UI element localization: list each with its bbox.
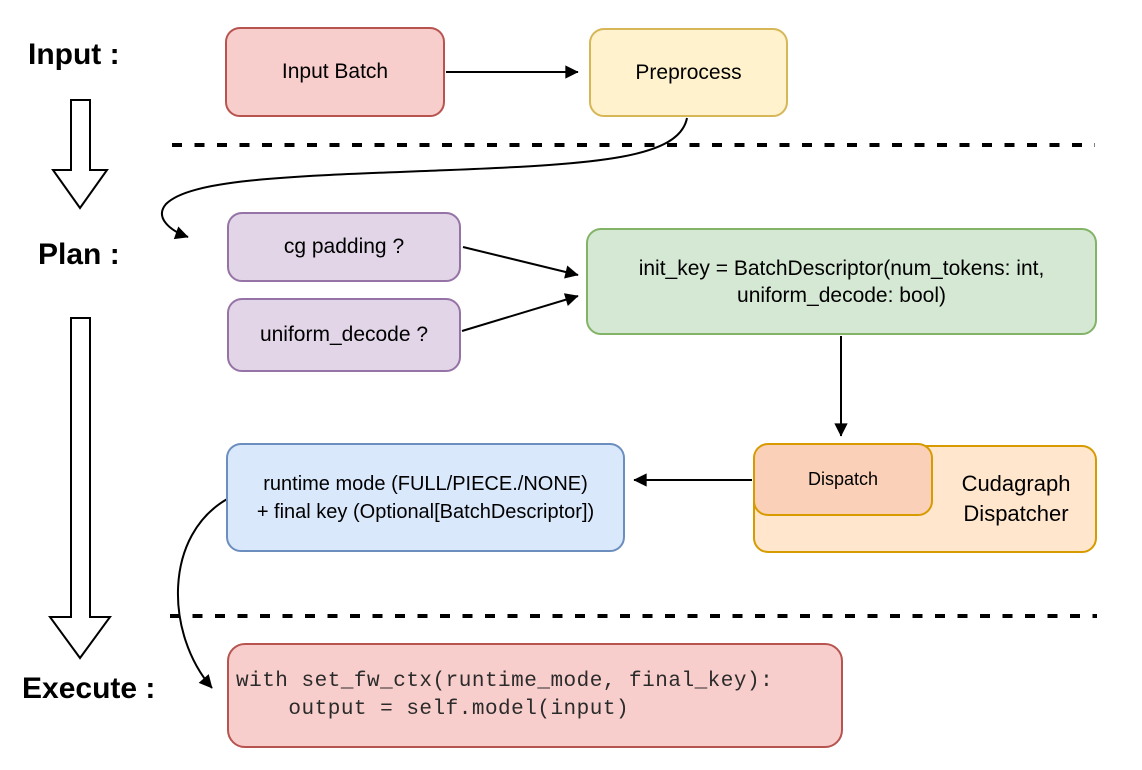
node-input-batch: Input Batch (225, 27, 445, 117)
node-dispatch: Dispatch (753, 443, 933, 516)
node-preprocess-label: Preprocess (635, 60, 742, 84)
node-input-batch-label: Input Batch (281, 60, 389, 84)
node-init-key: init_key = BatchDescriptor(num_tokens: i… (586, 228, 1097, 335)
node-uniform-decode-label: uniform_decode ? (259, 323, 429, 347)
node-runtime-mode: runtime mode (FULL/PIECE./NONE) + final … (226, 443, 625, 552)
node-cg-padding: cg padding ? (227, 212, 461, 282)
flow-arrow-input-to-plan-icon (51, 99, 109, 210)
node-execute-code-line1: with set_fw_ctx(runtime_mode, final_key)… (236, 669, 774, 693)
node-dispatch-label: Dispatch (807, 468, 879, 489)
stage-label-plan: Plan : (38, 238, 120, 271)
flow-arrow-plan-to-execute-icon (48, 317, 112, 660)
node-init-key-line1: init_key = BatchDescriptor(num_tokens: i… (638, 256, 1045, 280)
node-cg-padding-label: cg padding ? (283, 235, 405, 259)
node-runtime-mode-line1: runtime mode (FULL/PIECE./NONE) (263, 472, 588, 495)
node-init-key-line2: uniform_decode: bool) (737, 283, 946, 307)
node-uniform-decode: uniform_decode ? (227, 298, 461, 372)
node-execute-code-line2: output = self.model(input) (236, 697, 630, 721)
node-cudagraph-dispatcher-line2: Dispatcher (963, 501, 1069, 526)
connector-runtimemode-to-executecode (177, 497, 230, 689)
node-execute-code: with set_fw_ctx(runtime_mode, final_key)… (227, 643, 843, 748)
node-cudagraph-dispatcher-line1: Cudagraph (961, 471, 1071, 496)
stage-label-input: Input : (28, 38, 120, 71)
node-preprocess: Preprocess (589, 28, 788, 117)
stage-label-execute: Execute : (22, 672, 156, 705)
connector-uniformdecode-to-initkey (461, 293, 579, 332)
node-runtime-mode-line2: + final key (Optional[BatchDescriptor]) (256, 500, 595, 523)
connector-cgpadding-to-initkey (462, 246, 579, 279)
